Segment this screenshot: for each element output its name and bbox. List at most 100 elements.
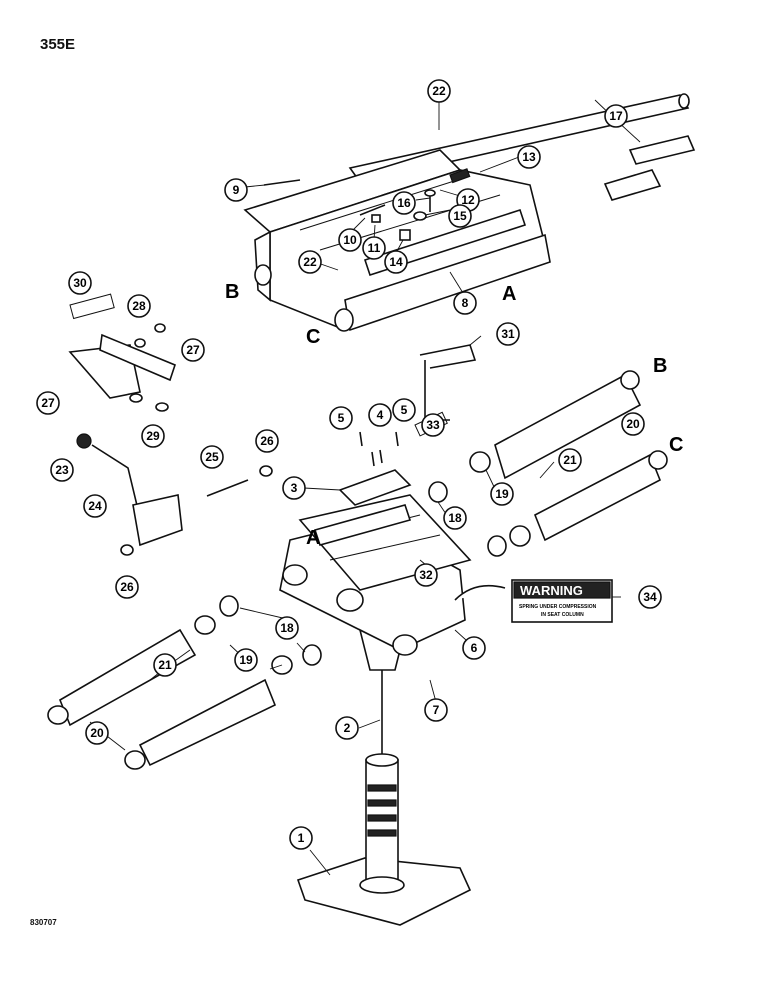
callout-30: 30	[68, 271, 92, 295]
callout-20b: 20	[85, 721, 109, 745]
callout-1: 1	[289, 826, 313, 850]
svg-text:1: 1	[298, 831, 305, 845]
svg-text:32: 32	[419, 568, 433, 582]
callout-21b: 21	[153, 653, 177, 677]
part-34-warning-decal: WARNING SPRING UNDER COMPRESSION IN SEAT…	[454, 579, 613, 623]
part-23-26-adjust-handle	[76, 433, 273, 556]
svg-text:25: 25	[205, 450, 219, 464]
callout-31: 31	[496, 322, 520, 346]
callout-34: 34	[638, 585, 662, 609]
drawing-number: 830707	[30, 918, 57, 927]
callout-29: 29	[141, 424, 165, 448]
svg-text:33: 33	[426, 418, 440, 432]
callout-28: 28	[127, 294, 151, 318]
svg-text:28: 28	[132, 299, 146, 313]
callout-8: 8	[453, 291, 477, 315]
callout-19b: 19	[234, 648, 258, 672]
callout-11: 11	[362, 236, 386, 260]
svg-text:2: 2	[344, 721, 351, 735]
svg-text:23: 23	[55, 463, 69, 477]
letter-a-lower: A	[306, 527, 320, 549]
svg-text:27: 27	[41, 396, 55, 410]
svg-text:22: 22	[303, 255, 317, 269]
svg-text:5: 5	[338, 411, 345, 425]
letter-c-right: C	[669, 434, 683, 456]
svg-text:18: 18	[448, 511, 462, 525]
svg-text:6: 6	[471, 641, 478, 655]
part-6-seat-base	[279, 494, 472, 671]
letter-c-upper: C	[306, 326, 320, 348]
svg-text:10: 10	[343, 233, 357, 247]
reference-letters: A B C A B C	[225, 281, 683, 549]
part-18-rollers	[219, 481, 507, 666]
letter-a-upper: A	[502, 283, 516, 305]
callout-32: 32	[414, 563, 438, 587]
callout-25: 25	[200, 445, 224, 469]
letter-b-right: B	[653, 355, 667, 377]
callout-16: 16	[392, 191, 416, 215]
callout-15: 15	[448, 204, 472, 228]
svg-text:3: 3	[291, 481, 298, 495]
svg-text:5: 5	[401, 403, 408, 417]
svg-text:19: 19	[495, 487, 509, 501]
letter-b-upper: B	[225, 281, 239, 303]
callout-3: 3	[282, 476, 306, 500]
svg-text:4: 4	[377, 408, 384, 422]
decal-line1: SPRING UNDER COMPRESSION	[519, 604, 597, 610]
callout-22a: 22	[427, 79, 451, 103]
callout-7: 7	[424, 698, 448, 722]
callout-22b: 22	[298, 250, 322, 274]
svg-text:8: 8	[462, 296, 469, 310]
svg-text:34: 34	[643, 590, 657, 604]
part-1-seat-column	[296, 753, 472, 926]
svg-text:21: 21	[563, 453, 577, 467]
small-hardware-9-16	[263, 179, 436, 241]
callout-10: 10	[338, 228, 362, 252]
callout-18a: 18	[443, 506, 467, 530]
svg-text:27: 27	[186, 343, 200, 357]
callout-26a: 26	[255, 429, 279, 453]
svg-text:31: 31	[501, 327, 515, 341]
svg-text:24: 24	[88, 499, 102, 513]
part-27-30-bracket-assembly	[68, 293, 176, 412]
callout-5b: 5	[392, 398, 416, 422]
svg-text:9: 9	[233, 183, 240, 197]
part-4-5-pins	[359, 431, 399, 467]
callout-18b: 18	[275, 616, 299, 640]
callout-14: 14	[384, 250, 408, 274]
svg-text:26: 26	[120, 580, 134, 594]
callout-2: 2	[335, 716, 359, 740]
callout-27b: 27	[36, 391, 60, 415]
callout-17: 17	[604, 104, 628, 128]
svg-text:20: 20	[90, 726, 104, 740]
svg-text:14: 14	[389, 255, 403, 269]
svg-text:19: 19	[239, 653, 253, 667]
svg-text:20: 20	[626, 417, 640, 431]
svg-text:11: 11	[368, 241, 381, 255]
callout-19a: 19	[490, 482, 514, 506]
svg-text:21: 21	[158, 658, 172, 672]
svg-text:22: 22	[432, 84, 446, 98]
svg-text:18: 18	[280, 621, 294, 635]
svg-text:30: 30	[73, 276, 87, 290]
callout-6: 6	[462, 636, 486, 660]
svg-text:29: 29	[146, 429, 160, 443]
part-21-arm-tubes-left	[47, 615, 293, 770]
part-8-slide-frame	[243, 149, 551, 332]
svg-text:7: 7	[433, 703, 440, 717]
part-21-arm-tubes-right	[469, 370, 668, 547]
decal-line2: IN SEAT COLUMN	[541, 612, 584, 618]
svg-text:17: 17	[609, 109, 623, 123]
callout-26b: 26	[115, 575, 139, 599]
callout-33: 33	[421, 413, 445, 437]
callout-5a: 5	[329, 406, 353, 430]
part-3-plate	[338, 469, 412, 506]
decal-title: WARNING	[520, 583, 583, 598]
svg-text:26: 26	[260, 434, 274, 448]
callout-20a: 20	[621, 412, 645, 436]
callout-24: 24	[83, 494, 107, 518]
svg-text:12: 12	[461, 193, 475, 207]
callout-23: 23	[50, 458, 74, 482]
model-label: 355E	[40, 36, 76, 53]
